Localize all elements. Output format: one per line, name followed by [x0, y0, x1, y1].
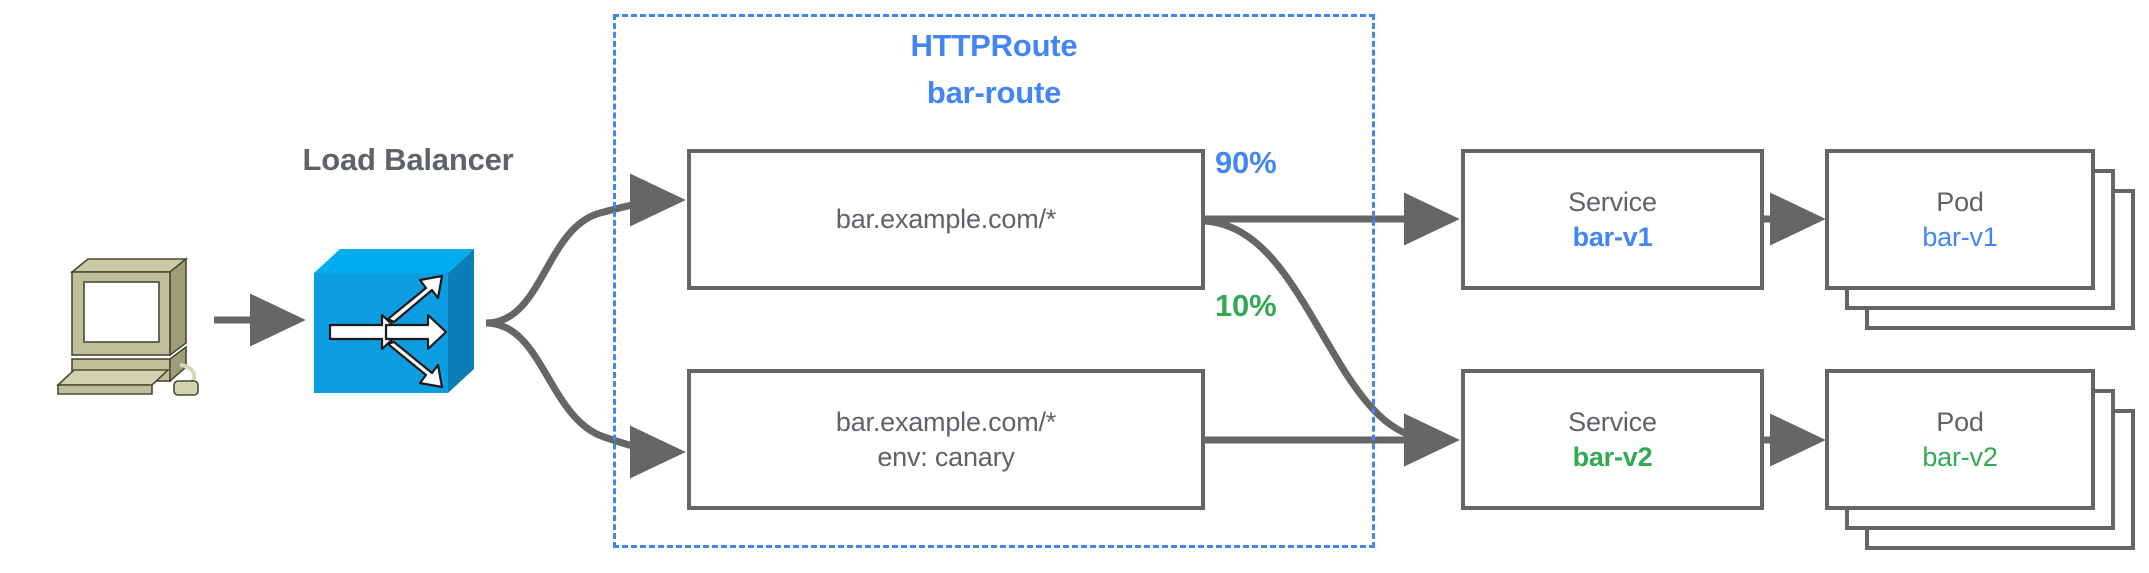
weight-label-primary: 90% [1215, 145, 1277, 180]
service-bar-v1-name: bar-v1 [1572, 221, 1653, 252]
pod-bar-v1-kind: Pod [1936, 186, 1984, 217]
desktop-computer-icon [55, 257, 199, 396]
service-bar-v2-kind: Service [1568, 406, 1657, 437]
service-bar-v2-name: bar-v2 [1572, 441, 1653, 472]
httproute-kind: HTTPRoute [910, 28, 1078, 63]
route-rule-primary[interactable]: bar.example.com/* [687, 149, 1205, 290]
httproute-name: bar-route [926, 75, 1062, 110]
pod-stack-bar-v2[interactable]: Pod bar-v2 [1825, 369, 2135, 550]
route-rule-canary[interactable]: bar.example.com/* env: canary [687, 369, 1205, 510]
service-bar-v1[interactable]: Service bar-v1 [1461, 149, 1764, 290]
pod-bar-v2-name: bar-v2 [1922, 441, 1998, 472]
load-balancer-icon [314, 249, 474, 393]
pod-bar-v2-kind: Pod [1936, 406, 1984, 437]
route-rule-canary-host: bar.example.com/* [835, 406, 1057, 437]
httproute-region [613, 14, 1375, 548]
service-bar-v2[interactable]: Service bar-v2 [1461, 369, 1764, 510]
load-balancer-label: Load Balancer [302, 142, 514, 177]
pod-bar-v1-name: bar-v1 [1922, 221, 1998, 252]
weight-label-canary: 10% [1215, 288, 1277, 323]
route-rule-canary-header: env: canary [877, 441, 1015, 472]
pod-sheet-front[interactable]: Pod bar-v1 [1825, 149, 2095, 290]
pod-sheet-front[interactable]: Pod bar-v2 [1825, 369, 2095, 510]
service-bar-v1-kind: Service [1568, 186, 1657, 217]
pod-stack-bar-v1[interactable]: Pod bar-v1 [1825, 149, 2135, 330]
httproute-title: HTTPRoute bar-route [613, 22, 1375, 116]
route-rule-primary-host: bar.example.com/* [835, 204, 1057, 234]
